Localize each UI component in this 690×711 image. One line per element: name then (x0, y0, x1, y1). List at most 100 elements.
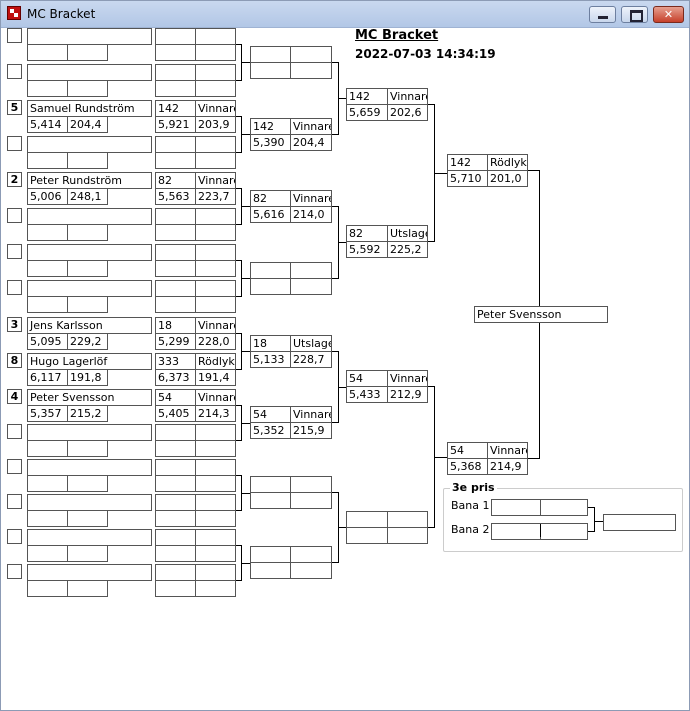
time-field[interactable] (27, 80, 68, 97)
speed-field[interactable]: 203,9 (195, 116, 236, 133)
time-field[interactable]: 6,373 (155, 369, 196, 386)
time-field[interactable] (155, 510, 196, 527)
result-field[interactable]: Utslager (387, 225, 428, 242)
result-field[interactable]: Vinnare (387, 370, 428, 387)
bike-number-field[interactable]: 142 (447, 154, 488, 171)
result-field[interactable] (195, 564, 236, 581)
bike-number-field[interactable] (250, 46, 291, 63)
speed-field[interactable] (195, 296, 236, 313)
time-field[interactable]: 5,390 (250, 134, 291, 151)
bike-number-field[interactable]: 82 (346, 225, 388, 242)
speed-field[interactable]: 248,1 (67, 188, 108, 205)
result-field[interactable] (195, 494, 236, 511)
speed-field[interactable]: 228,7 (290, 351, 332, 368)
time-field[interactable]: 5,299 (155, 333, 196, 350)
lane1-field-a[interactable] (491, 499, 541, 516)
close-button[interactable]: ✕ (653, 6, 684, 23)
result-field[interactable] (290, 476, 332, 493)
bike-number-field[interactable]: 142 (346, 88, 388, 105)
result-field[interactable]: Vinnare (387, 88, 428, 105)
seed-box[interactable] (7, 494, 22, 509)
result-field[interactable]: Rödlyktå (487, 154, 528, 171)
player-name-field[interactable]: Hugo Lagerlöf (27, 353, 152, 370)
time-field[interactable] (346, 527, 388, 544)
bike-number-field[interactable]: 18 (155, 317, 196, 334)
time-field[interactable] (27, 296, 68, 313)
speed-field[interactable] (290, 492, 332, 509)
bike-number-field[interactable] (155, 136, 196, 153)
player-name-field[interactable] (27, 494, 152, 511)
time-field[interactable] (27, 152, 68, 169)
speed-field[interactable]: 214,3 (195, 405, 236, 422)
time-field[interactable] (27, 260, 68, 277)
lane2-field-b[interactable] (540, 523, 588, 540)
speed-field[interactable]: 191,4 (195, 369, 236, 386)
speed-field[interactable] (195, 545, 236, 562)
speed-field[interactable] (67, 580, 108, 597)
result-field[interactable] (195, 28, 236, 45)
time-field[interactable]: 5,095 (27, 333, 68, 350)
bike-number-field[interactable]: 54 (447, 442, 488, 459)
bike-number-field[interactable]: 142 (155, 100, 196, 117)
player-name-field[interactable] (27, 424, 152, 441)
seed-box[interactable]: 2 (7, 172, 22, 187)
time-field[interactable] (155, 296, 196, 313)
time-field[interactable]: 5,357 (27, 405, 68, 422)
bike-number-field[interactable] (250, 262, 291, 279)
result-field[interactable] (195, 459, 236, 476)
speed-field[interactable] (67, 152, 108, 169)
bike-number-field[interactable] (155, 64, 196, 81)
player-name-field[interactable]: Peter Rundström (27, 172, 152, 189)
bike-number-field[interactable]: 54 (346, 370, 388, 387)
bike-number-field[interactable]: 142 (250, 118, 291, 135)
bike-number-field[interactable] (155, 28, 196, 45)
time-field[interactable] (250, 562, 291, 579)
time-field[interactable] (27, 475, 68, 492)
time-field[interactable]: 5,414 (27, 116, 68, 133)
time-field[interactable] (155, 440, 196, 457)
seed-box[interactable] (7, 529, 22, 544)
speed-field[interactable] (195, 80, 236, 97)
seed-box[interactable] (7, 564, 22, 579)
speed-field[interactable]: 212,9 (387, 386, 428, 403)
result-field[interactable]: Rödlyktå (195, 353, 236, 370)
bike-number-field[interactable] (155, 208, 196, 225)
time-field[interactable] (155, 260, 196, 277)
bike-number-field[interactable]: 82 (155, 172, 196, 189)
player-name-field[interactable]: Jens Karlsson (27, 317, 152, 334)
time-field[interactable] (155, 44, 196, 61)
speed-field[interactable] (195, 260, 236, 277)
time-field[interactable] (155, 224, 196, 241)
speed-field[interactable]: 201,0 (487, 170, 528, 187)
bike-number-field[interactable] (346, 511, 388, 528)
result-field[interactable] (290, 546, 332, 563)
result-field[interactable] (195, 208, 236, 225)
bike-number-field[interactable]: 82 (250, 190, 291, 207)
speed-field[interactable] (67, 224, 108, 241)
speed-field[interactable] (290, 562, 332, 579)
bike-number-field[interactable] (155, 280, 196, 297)
speed-field[interactable] (387, 527, 428, 544)
time-field[interactable]: 5,405 (155, 405, 196, 422)
bike-number-field[interactable]: 18 (250, 335, 291, 352)
result-field[interactable]: Vinnare (290, 190, 332, 207)
result-field[interactable] (195, 64, 236, 81)
result-field[interactable]: Vinnare (290, 406, 332, 423)
seed-box[interactable] (7, 459, 22, 474)
time-field[interactable] (27, 224, 68, 241)
time-field[interactable] (27, 580, 68, 597)
speed-field[interactable] (67, 440, 108, 457)
speed-field[interactable]: 214,0 (290, 206, 332, 223)
speed-field[interactable]: 223,7 (195, 188, 236, 205)
result-field[interactable] (195, 136, 236, 153)
speed-field[interactable]: 215,9 (290, 422, 332, 439)
result-field[interactable] (195, 280, 236, 297)
player-name-field[interactable] (27, 244, 152, 261)
player-name-field[interactable]: Samuel Rundström (27, 100, 152, 117)
bike-number-field[interactable] (155, 494, 196, 511)
time-field[interactable] (250, 62, 291, 79)
time-field[interactable] (155, 152, 196, 169)
speed-field[interactable] (195, 152, 236, 169)
time-field[interactable]: 5,616 (250, 206, 291, 223)
result-field[interactable] (290, 262, 332, 279)
